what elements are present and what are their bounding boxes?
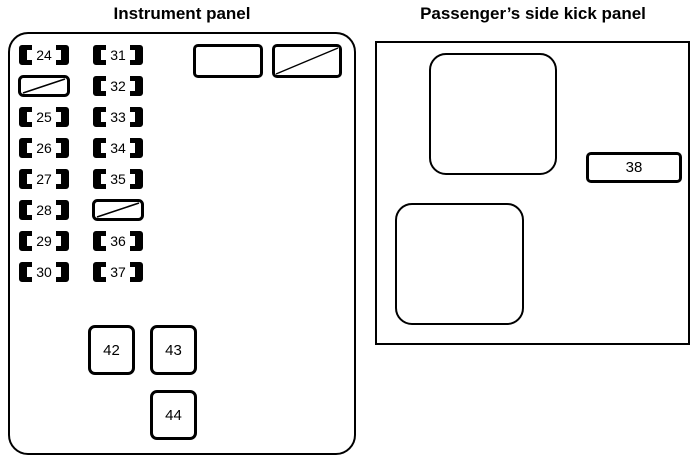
fuse-slot-35[interactable]: 35 xyxy=(92,168,144,190)
fuse-block-label: 43 xyxy=(165,341,182,359)
fuse-slot-37[interactable]: 37 xyxy=(92,261,144,283)
fuse-slot-shape-icon xyxy=(19,107,69,127)
fuse-slot-shape-icon xyxy=(19,231,69,251)
fuse-block-label: 44 xyxy=(165,406,182,424)
fuse-slot-31[interactable]: 31 xyxy=(92,44,144,66)
fuse-number: 28 xyxy=(36,202,52,218)
fuse-column-left: 24 25 26 27 xyxy=(18,44,70,292)
fuse-slot-shape-icon xyxy=(19,169,69,189)
fuse-slot-blank-right[interactable] xyxy=(92,199,144,221)
fuse-column-right: 31 32 33 34 35 xyxy=(92,44,144,292)
fuse-number: 26 xyxy=(36,140,52,156)
fuse-slot-29[interactable]: 29 xyxy=(18,230,70,252)
fuse-number: 29 xyxy=(36,233,52,249)
fuse-block-label: 42 xyxy=(103,341,120,359)
fuse-slot-blank-left[interactable] xyxy=(18,75,70,97)
fuse-slot-26[interactable]: 26 xyxy=(18,137,70,159)
fuse-slot-shape-icon xyxy=(19,262,69,282)
fuse-number: 24 xyxy=(36,47,52,63)
relay-slot-empty[interactable] xyxy=(193,44,263,78)
fuse-slot-32[interactable]: 32 xyxy=(92,75,144,97)
kick-panel-slot-lower[interactable] xyxy=(395,203,524,325)
fuse-slot-shape-icon xyxy=(19,138,69,158)
fuse-block-43[interactable]: 43 xyxy=(150,325,197,375)
passenger-panel-title: Passenger’s side kick panel xyxy=(420,4,646,23)
relay-slash-icon xyxy=(275,47,339,75)
fuse-number: 37 xyxy=(110,264,126,280)
blank-slot-slash-icon xyxy=(92,199,144,221)
fuse-slot-33[interactable]: 33 xyxy=(92,106,144,128)
fuse-block-label: 38 xyxy=(625,159,643,176)
fuse-slot-shape-icon xyxy=(93,231,143,251)
fuse-slot-27[interactable]: 27 xyxy=(18,168,70,190)
fuse-number: 25 xyxy=(36,109,52,125)
fuse-slot-shape-icon xyxy=(19,45,69,65)
fuse-slot-shape-icon xyxy=(93,76,143,96)
fuse-slot-shape-icon xyxy=(93,169,143,189)
fuse-slot-shape-icon xyxy=(19,200,69,220)
fuse-number: 33 xyxy=(110,109,126,125)
fuse-block-38[interactable]: 38 xyxy=(586,152,682,183)
relay-slot-blank[interactable] xyxy=(272,44,342,78)
fuse-slot-36[interactable]: 36 xyxy=(92,230,144,252)
fuse-slot-shape-icon xyxy=(93,45,143,65)
fuse-slot-shape-icon xyxy=(93,107,143,127)
fuse-number: 27 xyxy=(36,171,52,187)
fuse-block-42[interactable]: 42 xyxy=(88,325,135,375)
fuse-slot-28[interactable]: 28 xyxy=(18,199,70,221)
fuse-slot-30[interactable]: 30 xyxy=(18,261,70,283)
fuse-slot-25[interactable]: 25 xyxy=(18,106,70,128)
fuse-number: 30 xyxy=(36,264,52,280)
fuse-slot-34[interactable]: 34 xyxy=(92,137,144,159)
fuse-number: 34 xyxy=(110,140,126,156)
fuse-number: 36 xyxy=(110,233,126,249)
fuse-slot-shape-icon xyxy=(93,262,143,282)
fuse-slot-24[interactable]: 24 xyxy=(18,44,70,66)
fuse-slot-shape-icon xyxy=(93,138,143,158)
blank-slot-slash-icon xyxy=(18,75,70,97)
fuse-block-44[interactable]: 44 xyxy=(150,390,197,440)
fuse-number: 32 xyxy=(110,78,126,94)
fuse-number: 31 xyxy=(110,47,126,63)
instrument-panel-title: Instrument panel xyxy=(113,4,251,23)
fuse-number: 35 xyxy=(110,171,126,187)
kick-panel-slot-upper[interactable] xyxy=(429,53,557,175)
